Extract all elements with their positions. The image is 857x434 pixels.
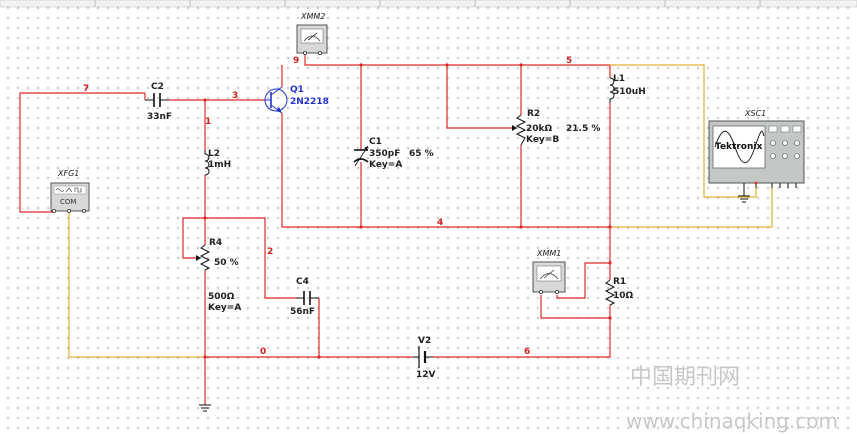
capacitor-c4[interactable] xyxy=(296,291,319,305)
sc-name: XSC1 xyxy=(744,109,766,118)
function-generator-xfg1[interactable] xyxy=(50,182,90,213)
variable-capacitor-c1[interactable] xyxy=(353,145,369,167)
c2-value: 33nF xyxy=(147,112,172,122)
r2-key: Key=B xyxy=(526,135,559,145)
net-label-9: 9 xyxy=(293,56,299,66)
lead-scope-b xyxy=(610,188,773,228)
net-label-7: 7 xyxy=(83,84,89,94)
inductor-l2[interactable] xyxy=(204,150,210,176)
inductor-l1[interactable] xyxy=(609,77,615,103)
battery-v2[interactable] xyxy=(413,346,433,368)
l1-ref: L1 xyxy=(613,74,625,84)
wire-net-6 xyxy=(433,305,611,358)
lead-fg-com xyxy=(68,212,205,358)
mm2-name: XMM2 xyxy=(300,12,325,21)
oscilloscope-xsc1[interactable] xyxy=(708,120,805,190)
r4-ref: R4 xyxy=(209,238,222,248)
r1-value: 10Ω xyxy=(613,291,634,301)
watermark-url: www.chinaqking.com xyxy=(626,409,838,433)
r1-ref: R1 xyxy=(613,277,626,287)
r2-percent: 21.5 % xyxy=(566,124,600,134)
r2-ref: R2 xyxy=(527,109,540,119)
border-ticks xyxy=(94,0,761,7)
wire-r4-wiper xyxy=(182,217,205,259)
potentiometer-r2[interactable] xyxy=(512,114,527,146)
r2-value: 20kΩ xyxy=(526,124,553,134)
v2-value: 12V xyxy=(416,370,436,380)
net-label-4: 4 xyxy=(437,218,443,228)
q1-part: 2N2218 xyxy=(290,97,329,107)
c1-key: Key=A xyxy=(369,160,402,170)
fg-name: XFG1 xyxy=(57,169,79,178)
scope-ground-icon xyxy=(738,190,750,203)
net-label-2: 2 xyxy=(267,247,273,257)
wire-net-2 xyxy=(205,217,296,299)
transistor-q1[interactable] xyxy=(264,86,288,114)
r4-key: Key=A xyxy=(208,303,241,313)
net-label-1: 1 xyxy=(205,117,211,127)
wires-yellow xyxy=(68,64,773,358)
multimeter-xmm1[interactable] xyxy=(532,261,566,294)
wire-net-4 xyxy=(281,113,610,228)
net-label-3: 3 xyxy=(232,91,238,101)
net-label-5: 5 xyxy=(566,56,572,66)
q1-ref: Q1 xyxy=(290,85,304,95)
sc-brand: Tektronix xyxy=(715,142,762,152)
capacitor-c2[interactable] xyxy=(144,93,169,107)
wire-r2-wiper xyxy=(446,65,513,129)
net-label-0: 0 xyxy=(260,347,266,357)
ground-icon xyxy=(199,404,211,412)
c1-value: 350pF xyxy=(369,149,400,159)
resistor-r1[interactable] xyxy=(604,279,616,306)
lead-scope-a xyxy=(610,64,757,198)
c4-value: 56nF xyxy=(290,307,315,317)
c1-ref: C1 xyxy=(369,137,382,147)
multimeter-xmm2[interactable] xyxy=(296,24,328,56)
c2-ref: C2 xyxy=(151,82,164,92)
junctions xyxy=(203,63,612,359)
potentiometer-r4[interactable] xyxy=(196,244,211,271)
l1-value: 510uH xyxy=(613,87,646,97)
wire-mm1-a xyxy=(540,295,610,319)
v2-ref: V2 xyxy=(418,336,431,346)
net-label-6: 6 xyxy=(524,347,530,357)
r4-percent: 50 % xyxy=(214,258,239,268)
sheet-border xyxy=(0,0,857,8)
c1-percent: 65 % xyxy=(409,149,434,159)
watermark-chinese: 中国期刊网 xyxy=(630,365,740,390)
r4-value: 500Ω xyxy=(208,292,235,302)
wire-mm1-b xyxy=(556,262,610,299)
c4-ref: C4 xyxy=(296,277,309,287)
l2-ref: L2 xyxy=(208,149,220,159)
fg-com-label: COM xyxy=(60,198,76,206)
wire-net-7 xyxy=(19,92,145,213)
l2-value: 1mH xyxy=(208,160,231,170)
mm1-name: XMM1 xyxy=(536,249,561,258)
wires-red xyxy=(19,55,611,405)
wire-net-9 xyxy=(304,55,610,66)
